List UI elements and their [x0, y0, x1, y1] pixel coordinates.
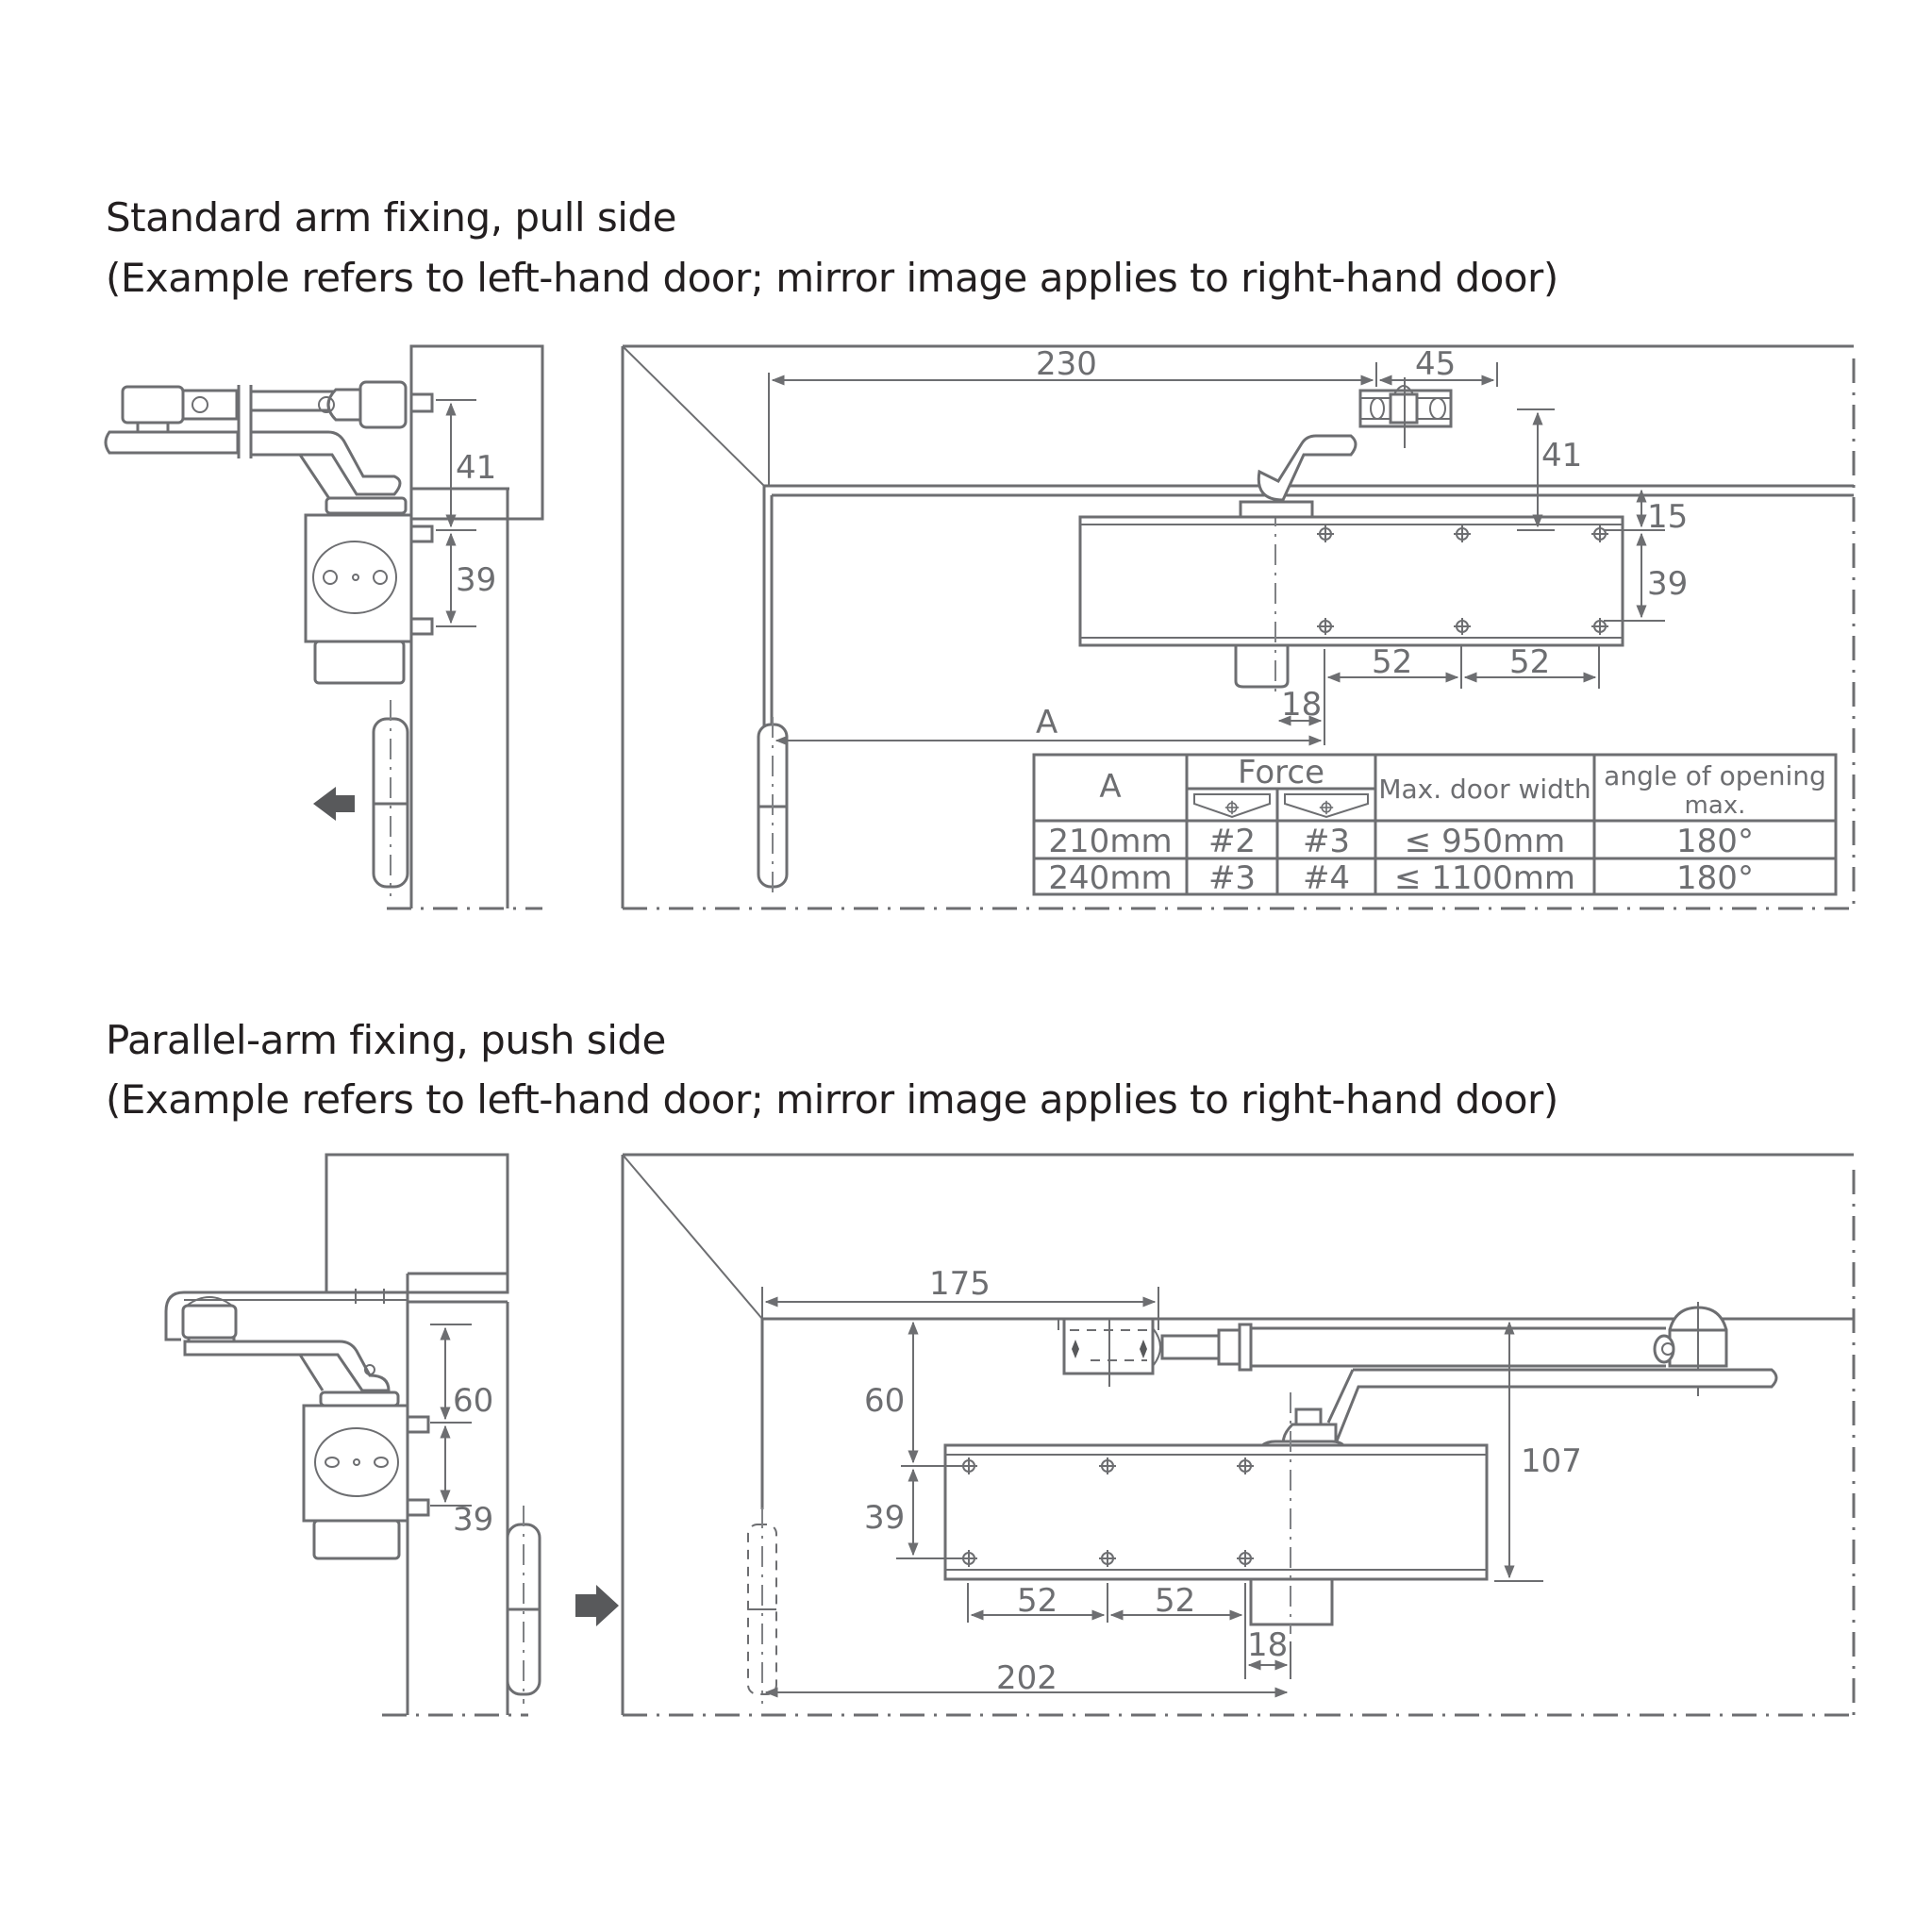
- bracket-position-icon: [1193, 793, 1271, 819]
- section-1-title: Standard arm fixing, pull side: [106, 194, 676, 241]
- table-row: 210mm #2 #3 ≤ 950mm 180°: [1048, 823, 1754, 860]
- table-header-a: A: [1099, 768, 1121, 806]
- table-header-angle-max: max.: [1685, 791, 1746, 820]
- table-header-angle: angle of opening: [1604, 760, 1826, 791]
- dim-41-side: 41: [456, 449, 496, 487]
- hinge: [757, 717, 789, 894]
- dim-52-a: 52: [1372, 643, 1412, 681]
- dim-45: 45: [1415, 345, 1456, 383]
- dim-230: 230: [1036, 345, 1097, 383]
- table-header-max-width: Max. door width: [1378, 774, 1591, 805]
- section-1-subtitle: (Example refers to left-hand door; mirro…: [106, 255, 1558, 301]
- hinge-dashed: [747, 1507, 777, 1704]
- dim-52-b: 52: [1155, 1582, 1195, 1620]
- dim-52-b: 52: [1509, 643, 1550, 681]
- table-cell-a: 240mm: [1048, 859, 1172, 897]
- dim-18-top: 18: [1281, 686, 1322, 724]
- table-cell-a: 210mm: [1048, 823, 1172, 860]
- slide-channel: [1058, 1302, 1728, 1396]
- section-2-subtitle: (Example refers to left-hand door; mirro…: [106, 1076, 1558, 1123]
- dim-39-side: 39: [453, 1501, 493, 1539]
- force-table: A Force Max. door width angle of opening…: [1032, 753, 1838, 897]
- hinge: [372, 700, 409, 896]
- table-cell-max-width: ≤ 1100mm: [1394, 859, 1575, 897]
- dim-41-top: 41: [1541, 437, 1582, 475]
- closer-body-top: [1078, 500, 1624, 698]
- closer-body-top: [943, 1392, 1489, 1634]
- frame-head: [409, 344, 544, 521]
- dim-107: 107: [1521, 1442, 1582, 1480]
- closer-body: [302, 1391, 430, 1560]
- table-cell-force2: #4: [1303, 859, 1350, 897]
- arm-assembly: [164, 1289, 408, 1392]
- section-2-side-view: 60 39: [164, 1153, 625, 1717]
- arrow-right-icon: [575, 1585, 619, 1626]
- dim-39-top: 39: [1647, 565, 1688, 603]
- bracket-position-icon: [1284, 793, 1369, 819]
- hinge: [506, 1506, 541, 1704]
- arrow-left-icon: [313, 787, 355, 821]
- table-cell-angle: 180°: [1676, 823, 1754, 860]
- dim-52-a: 52: [1017, 1582, 1058, 1620]
- arm-assembly: [104, 380, 434, 501]
- table-cell-angle: 180°: [1676, 859, 1754, 897]
- dim-15: 15: [1647, 498, 1688, 536]
- dim-60-side: 60: [453, 1382, 493, 1420]
- section-2-top-view: 175 60 39 107 52 52 18 202: [622, 1153, 1856, 1717]
- closer-body: [304, 496, 434, 685]
- table-cell-force1: #3: [1208, 859, 1256, 897]
- dim-202: 202: [996, 1659, 1058, 1697]
- table-cell-max-width: ≤ 950mm: [1405, 823, 1565, 860]
- frame-head: [325, 1153, 509, 1294]
- table-row: 240mm #3 #4 ≤ 1100mm 180°: [1048, 859, 1754, 897]
- dim-A: A: [1036, 704, 1058, 741]
- arm-top: [1257, 1368, 1778, 1458]
- dim-175: 175: [929, 1265, 991, 1303]
- dim-39-side: 39: [456, 561, 496, 599]
- section-1-top-view: 230 45 41 15 39 52 52 18 A: [621, 344, 1856, 910]
- table-cell-force2: #3: [1303, 823, 1350, 860]
- table-cell-force1: #2: [1208, 823, 1256, 860]
- dim-39-top: 39: [864, 1499, 905, 1537]
- dim-60-top: 60: [864, 1382, 905, 1420]
- section-1-side-view: 41 39: [104, 344, 544, 910]
- section-2-title: Parallel-arm fixing, push side: [106, 1017, 666, 1063]
- table-header-force: Force: [1238, 754, 1324, 791]
- arm-top: [1257, 377, 1453, 502]
- dim-18-top: 18: [1247, 1626, 1288, 1664]
